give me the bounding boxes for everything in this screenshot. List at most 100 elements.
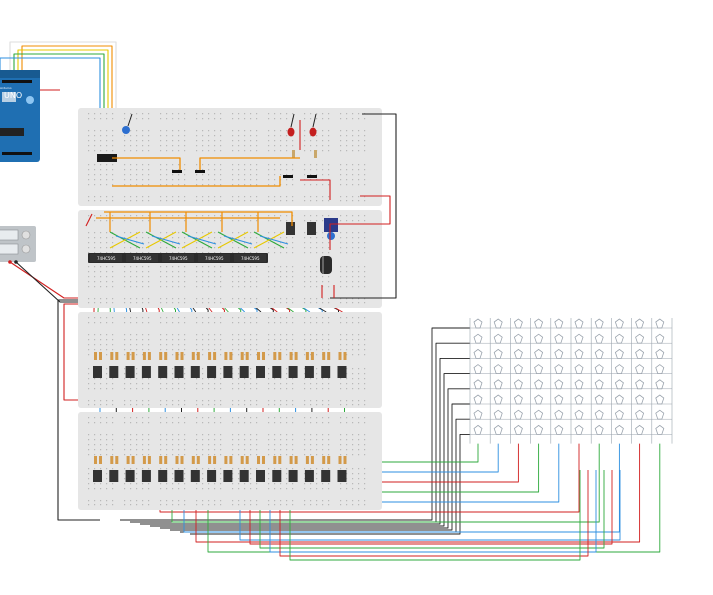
matrix-led[interactable] [473,379,483,390]
resistor-top-b-4[interactable] [147,352,151,360]
shift-register-2[interactable] [126,254,158,262]
resistor-bottom-13[interactable] [289,456,293,464]
matrix-led[interactable] [534,318,544,329]
resistor-bottom-b-10[interactable] [245,456,249,464]
matrix-led[interactable] [513,424,523,435]
wire-cap-red[interactable] [321,285,335,298]
matrix-led[interactable] [473,424,483,435]
matrix-led[interactable] [574,318,584,329]
transistor-bottom-7[interactable] [190,470,200,482]
resistor-top-1[interactable] [94,352,97,360]
matrix-led[interactable] [493,333,503,344]
resistor-top-b-3[interactable] [131,352,135,360]
resistor-bottom-16[interactable] [338,456,342,464]
arduino-uno[interactable]: UNO Arduino [0,70,40,162]
matrix-led[interactable] [574,424,584,435]
matrix-led[interactable] [473,394,483,405]
matrix-led[interactable] [513,348,523,359]
wire-matrix-extra-1[interactable] [239,470,621,541]
breadboard-1[interactable] [78,108,382,206]
matrix-led[interactable] [554,364,564,374]
resistor-top-b-15[interactable] [327,352,331,360]
matrix-led[interactable] [534,424,544,435]
resistor-bottom-b-6[interactable] [180,456,184,464]
transistor-a[interactable] [286,222,295,235]
matrix-led[interactable] [614,364,624,374]
resistor-bottom-b-12[interactable] [278,456,282,464]
resistor-top-12[interactable] [273,352,277,360]
resistor-bottom-1[interactable] [94,456,97,464]
wire-arduino-red[interactable] [37,89,60,100]
transistor-bottom-10[interactable] [239,470,249,482]
power-supply[interactable] [0,226,36,264]
resistor-bottom-8[interactable] [208,456,212,464]
wire-ctrl-blue-4[interactable] [223,235,253,245]
resistor-bottom-b-4[interactable] [147,456,151,464]
matrix-led[interactable] [635,348,645,359]
resistor-bottom-b-3[interactable] [131,456,135,464]
resistor-top-b-7[interactable] [196,352,200,360]
shift-register-3[interactable] [162,254,194,262]
resistor-top-10[interactable] [240,352,244,360]
wire-right-black[interactable] [330,113,397,299]
resistor-bottom-15[interactable] [322,456,326,464]
matrix-led[interactable] [513,379,523,390]
matrix-led[interactable] [493,394,503,405]
resistor-top-3[interactable] [126,352,130,360]
wire-arduino-orange[interactable] [21,45,113,120]
matrix-led[interactable] [513,318,523,329]
resistor-top-b-6[interactable] [180,352,184,360]
matrix-led[interactable] [473,364,483,374]
resistor-top-b-10[interactable] [245,352,249,360]
transistor-top-10[interactable] [239,366,249,378]
matrix-led[interactable] [635,364,645,374]
resistor-top-b-11[interactable] [262,352,265,360]
red-led-2[interactable] [309,113,317,137]
transistor-top-11[interactable] [256,366,265,378]
transistor-top-13[interactable] [288,366,298,378]
led-matrix[interactable] [469,318,673,444]
resistor-bottom-12[interactable] [273,456,277,464]
transistor-top-4[interactable] [141,366,151,378]
resistor-bottom-b-9[interactable] [229,456,233,464]
wire-ctrl-yellow-1[interactable] [109,231,141,249]
transistor-top-7[interactable] [190,366,200,378]
matrix-led[interactable] [513,394,523,405]
matrix-led[interactable] [574,333,584,344]
wire-orange-bus-2[interactable] [112,157,300,170]
matrix-led[interactable] [513,364,523,374]
matrix-led[interactable] [635,379,645,390]
transistor-bottom-16[interactable] [337,470,347,482]
resistor-bottom-b-8[interactable] [213,456,217,464]
resistor-bottom-b-2[interactable] [115,456,119,464]
transistor-top-9[interactable] [223,366,233,378]
wire-ctrl-yellow-3[interactable] [181,231,213,249]
resistor-top-4[interactable] [142,352,146,360]
matrix-led[interactable] [614,409,624,420]
resistor-bottom-9[interactable] [224,456,228,464]
matrix-led[interactable] [493,348,503,359]
transistor-top-8[interactable] [207,366,217,378]
matrix-led[interactable] [554,424,564,435]
wire-matrix-col-9[interactable] [195,443,641,543]
matrix-led[interactable] [635,318,645,329]
wire-orange-bus-3[interactable] [104,211,293,226]
matrix-led[interactable] [594,424,604,435]
resistor-top-b-5[interactable] [164,352,168,360]
matrix-led[interactable] [655,394,665,405]
resistor-top-14[interactable] [305,352,309,360]
jumper-4[interactable] [307,175,317,178]
matrix-led[interactable] [614,379,624,390]
resistor-bottom-3[interactable] [126,456,130,464]
matrix-led[interactable] [493,424,503,435]
wire-ctrl-yellow-4[interactable] [217,231,249,249]
red-led-1[interactable] [287,113,295,137]
resistor-bottom-b-5[interactable] [164,456,168,464]
resistor-top-b-14[interactable] [310,352,314,360]
matrix-led[interactable] [574,379,584,390]
transistor-top-5[interactable] [158,366,168,378]
matrix-led[interactable] [554,394,564,405]
transistor-top-6[interactable] [174,366,184,378]
jumper-3[interactable] [283,175,293,178]
transistor-bottom-11[interactable] [256,470,265,482]
